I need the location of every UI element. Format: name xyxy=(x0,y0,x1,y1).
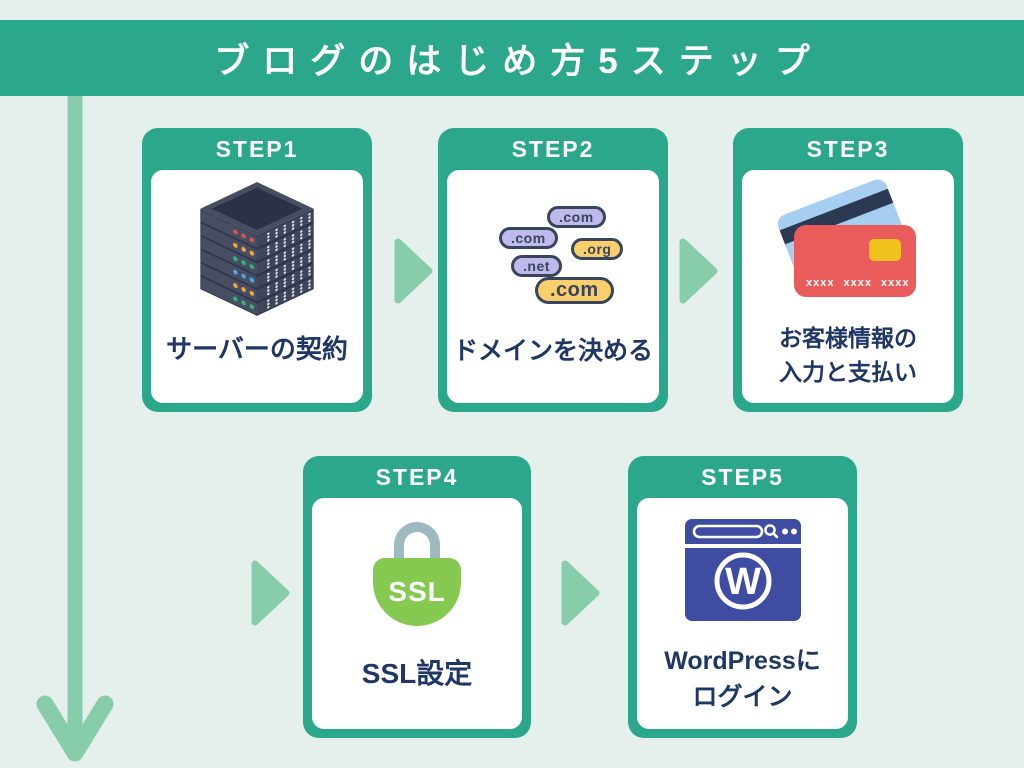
step3-label: お客様情報の 入力と支払い xyxy=(779,325,917,385)
step3-header: STEP3 xyxy=(806,135,890,162)
server-rack-icon xyxy=(200,181,314,316)
domain-pill: .com xyxy=(547,206,606,228)
domain-pill: .org xyxy=(571,238,624,260)
chevron-right-icon xyxy=(679,238,718,304)
step5-label: WordPressに ログイン xyxy=(664,646,821,711)
chevron-right-icon xyxy=(251,560,290,626)
credit-card-front: xxxx xxxx xxxx xyxy=(794,225,916,298)
step2-label: ドメインを決める xyxy=(452,336,653,365)
ssl-lock-icon: SSL xyxy=(373,522,461,627)
step4-card: STEP4 SSL SSL設定 xyxy=(303,456,531,738)
step5-body: W WordPressに ログイン xyxy=(637,498,848,729)
step4-label: SSL設定 xyxy=(361,658,473,690)
address-bar xyxy=(692,524,763,539)
chevron-right-icon xyxy=(561,560,600,626)
domain-pill: .com xyxy=(535,277,614,304)
domain-pill: .net xyxy=(511,255,562,277)
domain-pills-icon: .com .com .org .net .com xyxy=(447,170,659,333)
page-title: ブログのはじめ方5ステップ xyxy=(214,41,823,81)
wordpress-browser-icon: W xyxy=(684,519,801,622)
ssl-lock-label: SSL xyxy=(388,576,446,608)
credit-card-icon: xxxx xxxx xxxx xyxy=(774,176,918,299)
lock-body: SSL xyxy=(373,558,461,627)
step3-card: STEP3 xxxx xxxx xxxx お客様情報の 入力と支払い xyxy=(733,128,963,412)
step5-card: STEP5 W WordPressに ログイン xyxy=(628,456,857,738)
step5-header: STEP5 xyxy=(701,463,784,490)
lock-shackle xyxy=(394,522,440,565)
step2-card: STEP2 .com .com .org .net .com ドメインを決める xyxy=(438,128,668,412)
domain-pill: .com xyxy=(499,227,558,249)
chevron-right-icon xyxy=(394,238,433,304)
svg-text:W: W xyxy=(725,561,761,603)
step4-header: STEP4 xyxy=(375,463,459,490)
flow-arrow-down-icon xyxy=(36,96,114,762)
step1-header: STEP1 xyxy=(215,135,299,162)
wordpress-logo: W xyxy=(714,552,771,610)
credit-card-chip xyxy=(869,239,901,262)
step3-body: xxxx xxxx xxxx お客様情報の 入力と支払い xyxy=(742,170,954,403)
step2-header: STEP2 xyxy=(511,135,595,162)
step1-label: サーバーの契約 xyxy=(166,334,348,365)
step4-body: SSL SSL設定 xyxy=(312,498,522,729)
step2-body: .com .com .org .net .com ドメインを決める xyxy=(447,170,659,403)
credit-card-number: xxxx xxxx xxxx xyxy=(806,277,910,290)
step1-body: サーバーの契約 xyxy=(151,170,363,403)
title-banner: ブログのはじめ方5ステップ xyxy=(0,20,1024,96)
step1-card: STEP1 xyxy=(142,128,372,412)
search-icon xyxy=(763,524,778,539)
